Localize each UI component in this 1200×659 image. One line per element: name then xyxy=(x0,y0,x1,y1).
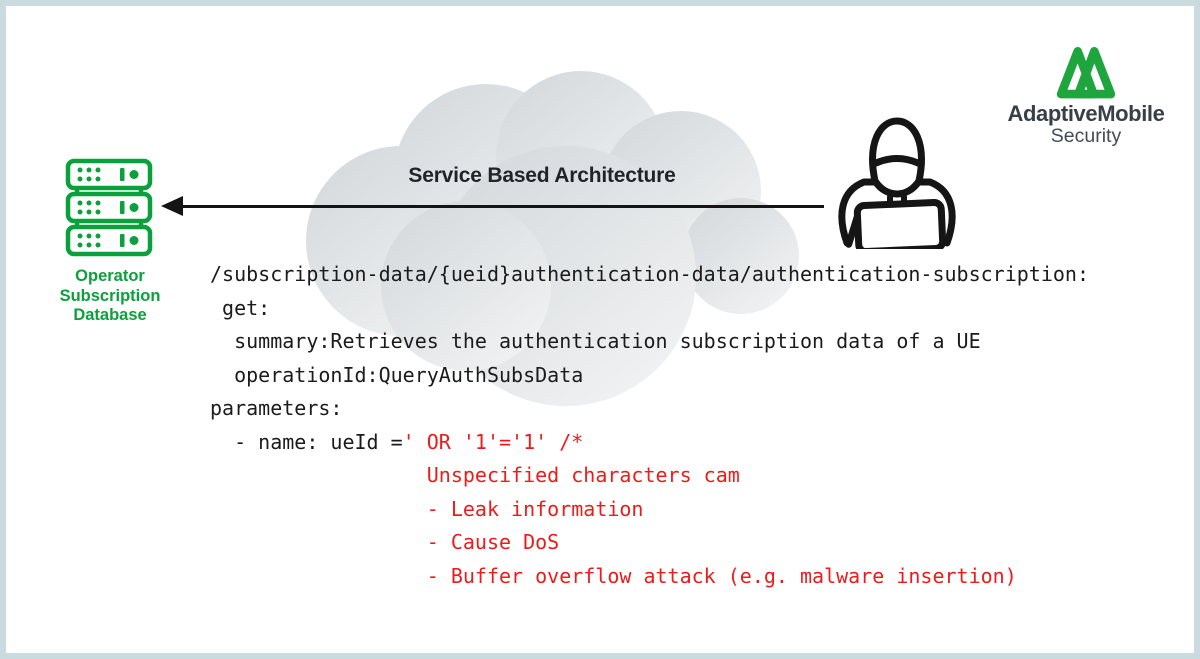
brand-subtitle: Security xyxy=(1050,125,1122,147)
code-line: - Cause DoS xyxy=(210,530,560,554)
code-line: Unspecified characters cam xyxy=(210,463,740,487)
code-line: - Leak information xyxy=(210,496,644,521)
brand-name: AdaptiveMobile xyxy=(1007,101,1165,126)
hacker-laptop-icon xyxy=(838,117,956,249)
database-label-line: Database xyxy=(73,306,147,324)
attack-arrow-line xyxy=(178,205,824,208)
code-line: get: xyxy=(210,295,271,320)
database-label-line: Subscription xyxy=(59,286,161,305)
database-label: Operator Subscription Database xyxy=(29,267,191,326)
database-label-line: Operator xyxy=(75,267,145,285)
cloud-shape xyxy=(306,71,799,406)
code-line: - Buffer overflow attack (e.g. malware i… xyxy=(210,563,1017,588)
adaptivemobile-m-icon xyxy=(1056,46,1116,99)
code-line: /subscription-data/{ueid}authentication-… xyxy=(210,262,1089,286)
server-stack-icon xyxy=(65,158,153,257)
api-code-block: /subscription-data/{ueid}authentication-… xyxy=(210,258,1089,593)
code-line: operationId:QueryAuthSubsData xyxy=(210,362,584,387)
code-line: parameters: xyxy=(210,396,343,420)
sba-title: Service Based Architecture xyxy=(408,164,676,187)
code-line: - name: ueId =' OR '1'='1' /* xyxy=(210,429,584,454)
arrowhead-icon xyxy=(161,196,183,216)
code-line: summary:Retrieves the authentication sub… xyxy=(210,329,981,353)
